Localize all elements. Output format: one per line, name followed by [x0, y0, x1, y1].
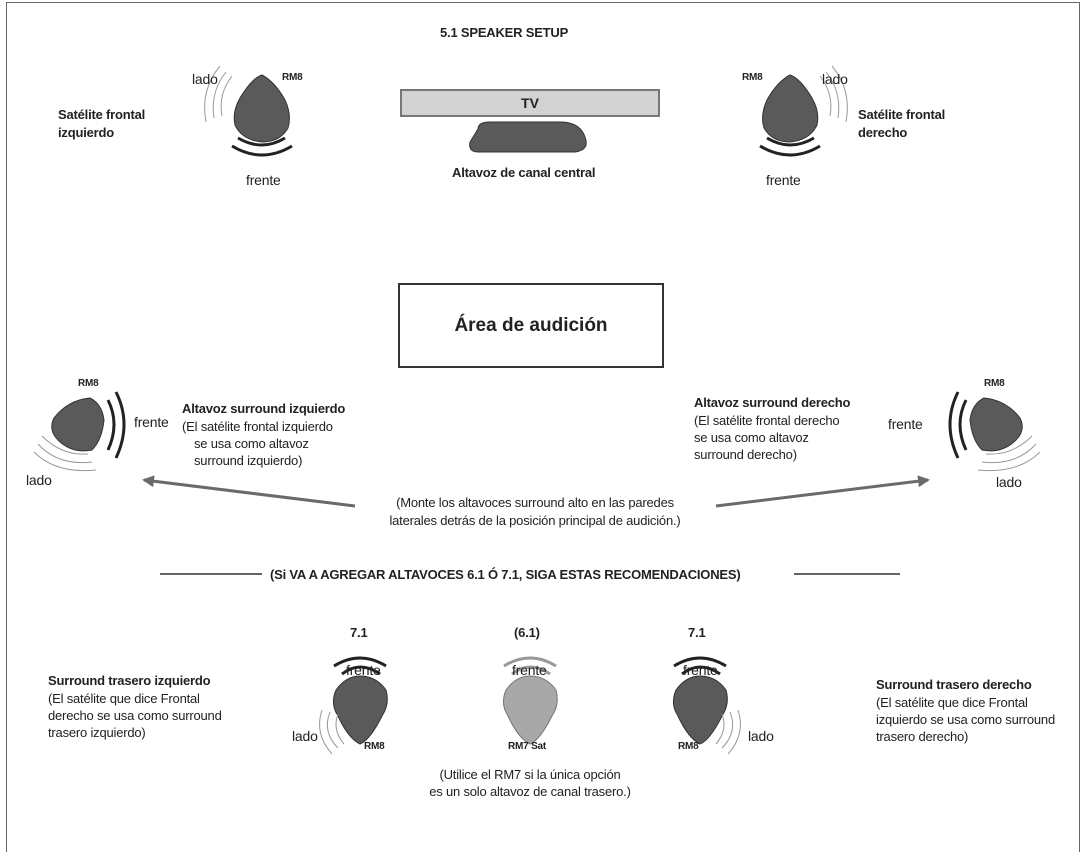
rear-right-front-label: frente [683, 662, 718, 678]
front-right-model: RM8 [742, 72, 763, 83]
mount-note-line1: (Monte los altavoces surround alto en la… [396, 495, 674, 510]
surround-right-model: RM8 [984, 378, 1005, 389]
front-right-front-label: frente [766, 172, 801, 188]
front-left-model: RM8 [282, 72, 303, 83]
surround-left-title: Altavoz surround izquierdo [182, 401, 346, 416]
surround-left-model: RM8 [78, 378, 99, 389]
center-speaker-icon [469, 121, 587, 153]
divider-heading: (Si VA A AGREGAR ALTAVOCES 6.1 Ó 7.1, SI… [270, 567, 741, 582]
rear-right-desc-2: izquierdo se usa como surround [876, 712, 1055, 727]
surround-left-speaker-icon [33, 391, 126, 472]
rear-left-config: 7.1 [350, 625, 368, 640]
rear-right-desc-1: (El satélite que dice Frontal [876, 695, 1028, 710]
rear-center-note-2: es un solo altavoz de canal trasero.) [429, 784, 631, 799]
rear-right-config: 7.1 [688, 625, 706, 640]
rear-left-desc-2: derecho se usa como surround [48, 708, 222, 723]
rear-center-config: (6.1) [514, 625, 540, 640]
center-speaker-label: Altavoz de canal central [452, 165, 596, 180]
rear-right-model: RM8 [678, 741, 699, 752]
front-right-speaker-icon [759, 65, 848, 157]
surround-right-desc-3: surround derecho) [694, 447, 797, 462]
surround-right-desc-2: se usa como altavoz [694, 430, 809, 445]
surround-right-side-label: lado [996, 474, 1022, 490]
listening-area-box: Área de audición [398, 283, 664, 368]
front-left-speaker-icon [204, 65, 293, 157]
front-right-label-line1: Satélite frontal [858, 107, 946, 122]
rear-right-speaker-icon [672, 656, 741, 755]
front-right-label-line2: derecho [858, 125, 908, 140]
rear-right-title: Surround trasero derecho [876, 677, 1032, 692]
rear-left-desc-1: (El satélite que dice Frontal [48, 691, 200, 706]
front-right-side-label: lado [822, 71, 848, 87]
tv-box: TV [400, 89, 660, 117]
rear-center-model: RM7 Sat [508, 741, 547, 752]
arrow-right [715, 475, 930, 508]
surround-right-speaker-icon [948, 391, 1041, 472]
surround-right-front-label: frente [888, 416, 923, 432]
rear-left-speaker-icon [319, 656, 388, 755]
rear-left-title: Surround trasero izquierdo [48, 673, 211, 688]
surround-right-title: Altavoz surround derecho [694, 395, 851, 410]
rear-right-side-label: lado [748, 728, 774, 744]
diagram-frame [6, 2, 1080, 852]
page-title: 5.1 SPEAKER SETUP [440, 25, 569, 40]
surround-right-desc-1: (El satélite frontal derecho [694, 413, 840, 428]
graphics-layer [33, 65, 1041, 755]
front-left-side-label: lado [192, 71, 218, 87]
rear-right-desc-3: trasero derecho) [876, 729, 969, 744]
surround-left-desc-3: surround izquierdo) [194, 453, 303, 468]
surround-left-side-label: lado [26, 472, 52, 488]
rear-center-note-1: (Utilice el RM7 si la única opción [439, 767, 621, 782]
surround-left-front-label: frente [134, 414, 169, 430]
rear-center-speaker-icon [502, 656, 558, 745]
mount-note-line2: laterales detrás de la posición principa… [389, 513, 681, 528]
rear-left-front-label: frente [346, 662, 381, 678]
front-left-label-line1: Satélite frontal [58, 107, 146, 122]
front-left-label-line2: izquierdo [58, 125, 114, 140]
surround-left-desc-1: (El satélite frontal izquierdo [182, 419, 333, 434]
surround-left-desc-2: se usa como altavoz [194, 436, 309, 451]
rear-left-side-label: lado [292, 728, 318, 744]
rear-left-desc-3: trasero izquierdo) [48, 725, 146, 740]
arrow-left [142, 475, 356, 508]
rear-center-front-label: frente [512, 662, 547, 678]
front-left-front-label: frente [246, 172, 281, 188]
rear-left-model: RM8 [364, 741, 385, 752]
